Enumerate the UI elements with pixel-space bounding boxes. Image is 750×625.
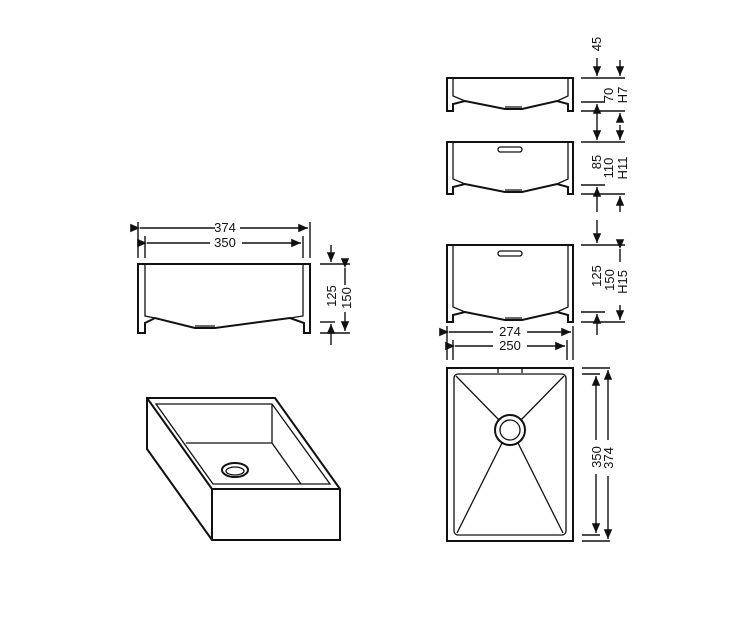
drain-hole-icon — [221, 462, 249, 478]
h11-height-label: 110 — [601, 158, 616, 179]
h15-model-label: H15 — [615, 270, 630, 294]
top-inner-length-label: 350 — [589, 446, 604, 468]
top-outer-width-label: 274 — [499, 324, 521, 339]
front-inner-height-label: 125 — [324, 285, 339, 307]
h11-top-offset-label: 85 — [589, 155, 604, 169]
front-inner-width-label: 350 — [214, 235, 236, 250]
front-outer-height-label: 150 — [339, 287, 354, 309]
side-view-h15: 125 150 H15 — [446, 220, 630, 335]
drain-icon — [494, 414, 526, 446]
h15-height-label: 125 — [589, 265, 604, 287]
isometric-view — [146, 397, 341, 541]
h7-height-label: 70 — [601, 88, 616, 102]
front-view: 374 350 125 150 — [130, 220, 354, 345]
top-view: 274 250 350 374 — [439, 324, 616, 542]
h7-model-label: H7 — [615, 87, 630, 104]
h11-model-label: H11 — [615, 157, 630, 180]
h7-top-offset-label: 45 — [589, 37, 604, 51]
overflow-slot-icon — [497, 250, 523, 257]
overflow-slot-icon — [497, 146, 523, 153]
top-outer-length-label: 374 — [601, 447, 616, 469]
side-view-h11: 85 110 H11 — [446, 125, 630, 212]
front-outer-width-label: 374 — [214, 220, 236, 235]
side-view-h7: 45 70 H7 — [446, 37, 630, 125]
top-inner-width-label: 250 — [499, 338, 521, 353]
h15-outer-height-label: 150 — [602, 269, 617, 291]
